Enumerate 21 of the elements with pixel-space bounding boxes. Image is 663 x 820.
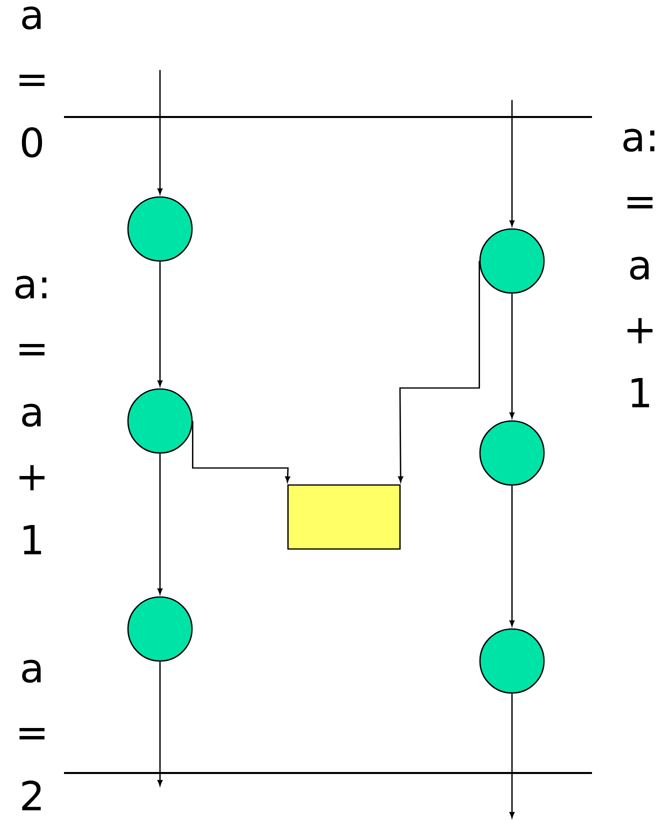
circle-node xyxy=(479,628,545,694)
arrow xyxy=(398,261,480,482)
circle-node xyxy=(479,420,545,486)
arrow xyxy=(192,421,290,482)
arrow xyxy=(158,662,162,786)
process-box xyxy=(287,484,401,550)
arrow xyxy=(509,100,514,226)
arrow xyxy=(509,486,514,626)
arrow xyxy=(158,70,162,194)
arrow xyxy=(158,454,162,594)
variable-label: a = 0 xyxy=(19,6,45,158)
circle-node xyxy=(127,196,193,262)
circle-node xyxy=(127,596,193,662)
circle-node xyxy=(479,228,545,294)
circle-node xyxy=(127,388,193,454)
variable-label: a: = a + 1 xyxy=(15,276,46,554)
variable-label: a = 2 xyxy=(19,660,45,810)
variable-label: a: = a + 1 xyxy=(623,128,654,408)
arrow xyxy=(158,262,162,386)
arrow xyxy=(509,694,514,818)
arrow xyxy=(509,294,514,418)
